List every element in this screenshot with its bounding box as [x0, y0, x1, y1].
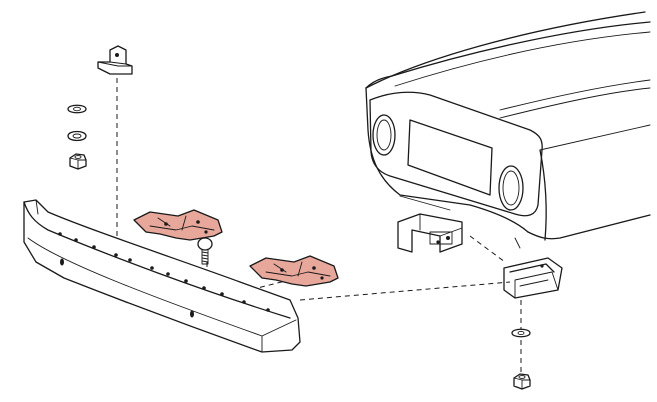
bumper-bracket-left: [133, 209, 223, 241]
lower-mount-bracket: [503, 257, 563, 299]
nut: [513, 373, 531, 390]
car-front-body: [365, 11, 651, 249]
lock-washer: [67, 130, 87, 142]
mounting-angle-bracket: [97, 45, 133, 75]
bumper-bracket-right: [249, 255, 339, 287]
body-mount-bracket: [397, 213, 463, 253]
washer: [511, 328, 531, 338]
nut: [69, 153, 87, 170]
washer: [67, 104, 87, 114]
front-bumper: [23, 199, 301, 353]
bumper-bolt: [197, 237, 213, 265]
